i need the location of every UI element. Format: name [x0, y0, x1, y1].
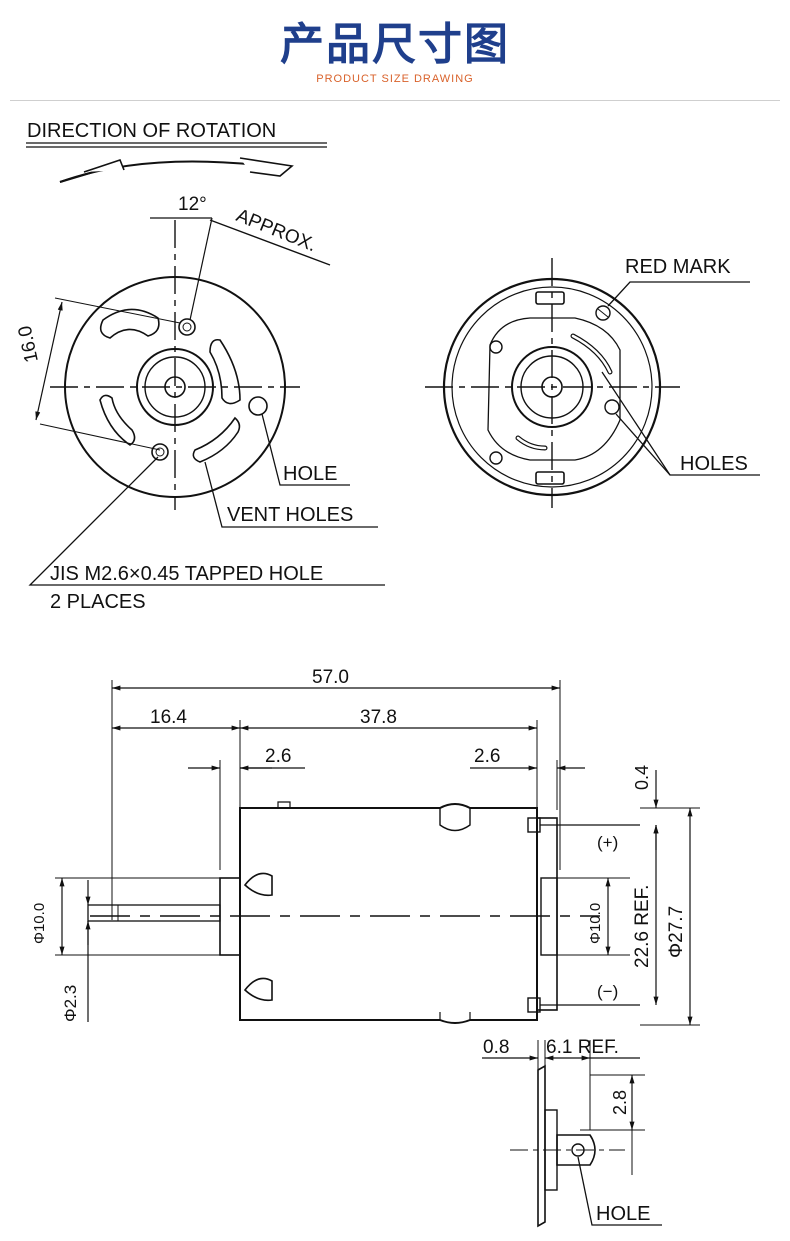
plus-terminal-label: (+): [597, 833, 618, 852]
terminal-tab: [556, 1134, 596, 1166]
brush-terminal-top-icon: [535, 291, 565, 305]
dim-22-6-label: 22.6 REF.: [632, 885, 653, 968]
side-view: 57.0 16.4 37.8 2.6 2.6 (: [31, 667, 700, 1026]
terminal-hole-label: HOLE: [596, 1203, 650, 1225]
motor-body: [239, 803, 538, 1024]
dim-2-6-right-label: 2.6: [474, 746, 500, 767]
terminal-detail-view: 0.8 6.1 REF. 2.8 HOLE: [482, 1037, 662, 1228]
tapped-hole-label: JIS M2.6×0.45 TAPPED HOLE: [50, 563, 323, 585]
angle-12-label: 12°: [178, 194, 207, 215]
hole-label: HOLE: [283, 463, 337, 485]
tapped-hole-bottom-icon: [151, 443, 169, 461]
terminal-plate: [537, 1064, 546, 1228]
rear-view: RED MARK HOLES: [425, 256, 760, 508]
dim-0-8-label: 0.8: [483, 1037, 509, 1058]
dim-16-label: 16.0: [15, 324, 43, 365]
page-header: 产品尺寸图 PRODUCT SIZE DRAWING: [0, 0, 790, 100]
brush-terminal-bottom-icon: [535, 471, 565, 485]
dim-phi27-7-label: Φ27.7: [666, 906, 687, 958]
motor-shaft: [87, 904, 221, 922]
two-places-label: 2 PLACES: [50, 591, 146, 613]
front-view: DIRECTION OF ROTATION 12° APPROX.: [15, 120, 385, 613]
red-mark-label: RED MARK: [625, 256, 731, 278]
front-hole-icon: [248, 396, 268, 416]
vent-holes-label: VENT HOLES: [227, 504, 353, 526]
holes-label: HOLES: [680, 453, 748, 475]
dim-16-4-label: 16.4: [150, 707, 187, 728]
approx-label: APPROX.: [233, 205, 319, 256]
dim-2-6-left-label: 2.6: [265, 746, 291, 767]
dim-6-1-label: 6.1 REF.: [546, 1037, 619, 1058]
page-subtitle: PRODUCT SIZE DRAWING: [316, 73, 474, 85]
rear-flange: [536, 817, 558, 1011]
dim-37-8-label: 37.8: [360, 707, 397, 728]
dim-2-8-label: 2.8: [610, 1090, 630, 1115]
dim-57-label: 57.0: [312, 667, 349, 688]
tapped-hole-top-icon: [178, 318, 196, 336]
page-title: 产品尺寸图: [280, 19, 510, 70]
dim-phi10-right-label: Φ10.0: [587, 903, 604, 944]
rear-hole-icon: [604, 399, 620, 415]
direction-of-rotation-label: DIRECTION OF ROTATION: [27, 120, 276, 142]
dim-phi10-left-label: Φ10.0: [31, 903, 48, 944]
header-divider: [10, 100, 780, 101]
dim-phi2-3-label: Φ2.3: [61, 985, 80, 1022]
minus-terminal-label: (−): [597, 982, 618, 1001]
dim-0-4-label: 0.4: [632, 765, 652, 790]
red-mark-icon: [595, 305, 611, 321]
